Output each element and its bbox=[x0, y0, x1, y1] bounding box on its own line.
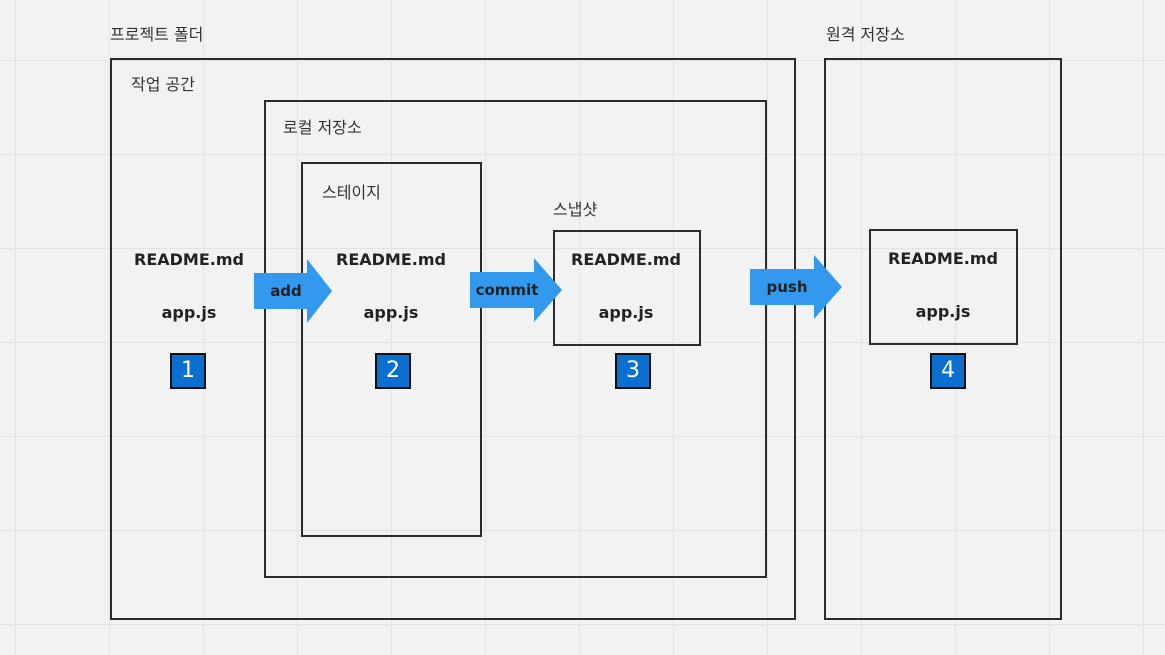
add-arrow-polygon bbox=[254, 259, 332, 323]
push-arrow-polygon bbox=[750, 255, 842, 319]
commit-arrow-label: commit bbox=[475, 281, 539, 299]
add-arrow-label: add bbox=[270, 282, 302, 300]
stage-app-file: app.js bbox=[363, 303, 419, 322]
snapshot-label: 스냅샷 bbox=[553, 200, 598, 219]
push-arrow-shape bbox=[750, 255, 842, 319]
local-repo-box bbox=[264, 100, 767, 578]
stage-label: 스테이지 bbox=[322, 183, 381, 202]
remote-files-box bbox=[869, 229, 1018, 345]
add-arrow: add bbox=[254, 259, 332, 323]
commit-arrow: commit bbox=[470, 258, 562, 322]
snapshot-app-file: app.js bbox=[598, 303, 654, 322]
project-folder-label: 프로젝트 폴더 bbox=[110, 25, 204, 44]
remote-repo-label: 원격 저장소 bbox=[826, 25, 905, 44]
snapshot-box bbox=[553, 230, 701, 346]
remote-readme-file: README.md bbox=[888, 249, 998, 268]
local-repo-label: 로컬 저장소 bbox=[283, 118, 362, 137]
stage-box bbox=[301, 162, 482, 537]
step-badge-1: 1 bbox=[170, 353, 206, 389]
add-arrow-shape bbox=[254, 259, 332, 323]
push-arrow-label: push bbox=[766, 278, 808, 296]
commit-arrow-polygon bbox=[470, 258, 562, 322]
remote-repo-box bbox=[824, 58, 1062, 620]
step-badge-2: 2 bbox=[375, 353, 411, 389]
push-arrow: push bbox=[750, 255, 842, 319]
snapshot-readme-file: README.md bbox=[571, 250, 681, 269]
stage-readme-file: README.md bbox=[336, 250, 446, 269]
workspace-app-file: app.js bbox=[161, 303, 217, 322]
workspace-readme-file: README.md bbox=[134, 250, 244, 269]
commit-arrow-shape bbox=[470, 258, 562, 322]
step-badge-4: 4 bbox=[930, 353, 966, 389]
step-badge-3: 3 bbox=[615, 353, 651, 389]
remote-app-file: app.js bbox=[915, 302, 971, 321]
project-folder-box bbox=[110, 58, 796, 620]
workspace-label: 작업 공간 bbox=[131, 75, 195, 94]
